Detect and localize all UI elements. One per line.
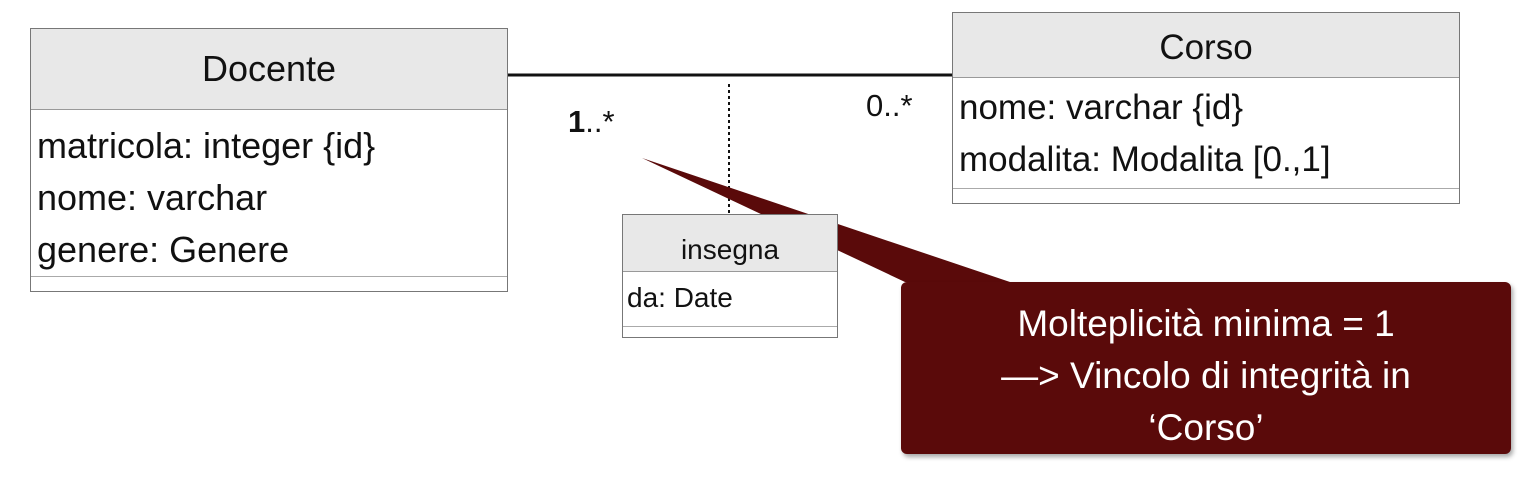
class-docente-operations [31, 276, 507, 293]
class-corso-attributes: nome: varchar {id} modalita: Modalita [0… [953, 78, 1459, 188]
association-class-insegna-operations [623, 326, 837, 339]
multiplicity-rest: ..* [585, 104, 615, 139]
attribute-genere: genere: Genere [37, 229, 290, 270]
class-corso-name: Corso [953, 13, 1459, 78]
association-class-insegna-attributes: da: Date [623, 272, 837, 326]
class-corso-operations [953, 188, 1459, 205]
class-docente-attributes: matricola: integer {id} nome: varchar ge… [31, 110, 507, 276]
callout-line-1: Molteplicità minima = 1 [1017, 303, 1395, 344]
association-class-insegna[interactable]: insegna da: Date [622, 214, 838, 338]
attribute-nome: nome: varchar {id} [959, 88, 1244, 127]
class-docente-name: Docente [31, 29, 507, 110]
multiplicity-corso-end: 0..* [866, 88, 913, 123]
class-corso[interactable]: Corso nome: varchar {id} modalita: Modal… [952, 12, 1460, 204]
attribute-da: da: Date [627, 282, 733, 313]
attribute-matricola: matricola: integer {id} [37, 125, 376, 166]
association-class-insegna-name: insegna [623, 215, 837, 272]
callout-line-3: ‘Corso’ [1148, 407, 1264, 448]
class-docente[interactable]: Docente matricola: integer {id} nome: va… [30, 28, 508, 292]
callout-line-2: —> Vincolo di integrità in [1001, 355, 1411, 396]
attribute-modalita: modalita: Modalita [0.,1] [959, 140, 1331, 179]
attribute-nome: nome: varchar [37, 177, 268, 218]
callout-note: Molteplicità minima = 1 —> Vincolo di in… [901, 282, 1511, 454]
multiplicity-docente-end: 1..* [568, 104, 615, 140]
multiplicity-min-bold: 1 [568, 104, 586, 139]
